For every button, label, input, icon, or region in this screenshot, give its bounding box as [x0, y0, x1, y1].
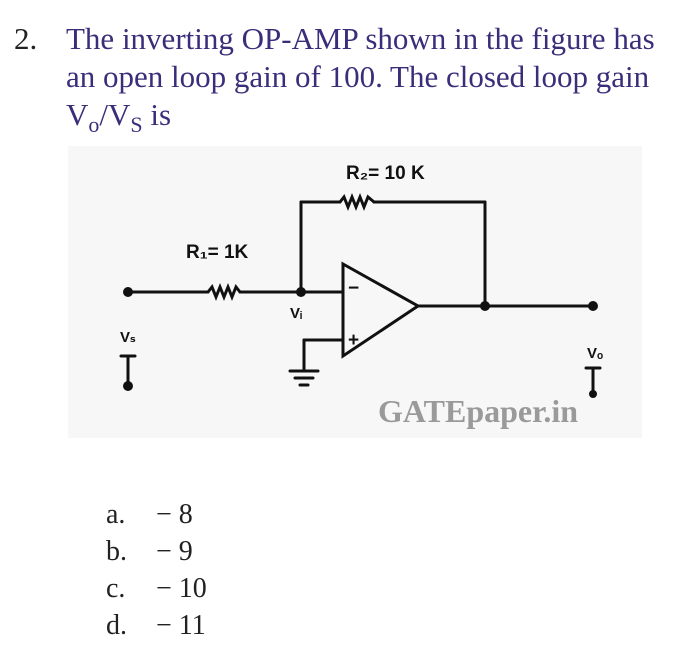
r1-label: R₁= 1K	[186, 242, 249, 263]
answer-options: a. − 8 b. − 9 c. − 10 d. − 11	[106, 496, 207, 644]
option-b[interactable]: b. − 9	[106, 533, 207, 570]
option-value: − 11	[156, 610, 206, 641]
question-line-1: The inverting OP-AMP shown in the figure…	[66, 21, 655, 56]
opamp-minus: −	[348, 278, 359, 299]
question-line-3-rest: is	[142, 97, 172, 132]
rf-label: R₂= 10 K	[346, 163, 425, 184]
circuit-diagram: R₂= 10 K R₁= 1K Vₛ Vᵢ Vₒ − + GATEpaper.i…	[119, 163, 603, 429]
option-letter: a.	[106, 499, 126, 530]
vs-label: Vₛ	[120, 329, 136, 346]
question-line-2: an open loop gain of 100. The closed loo…	[66, 59, 650, 94]
vs-symbol: /V	[99, 97, 131, 132]
opamp-triangle	[341, 261, 421, 359]
question-line-3: Vo/VS is	[66, 96, 686, 144]
vo-label: Vₒ	[587, 345, 603, 362]
option-letter: c.	[106, 573, 126, 604]
vo-terminal	[589, 390, 597, 398]
vs-terminal	[123, 381, 133, 391]
option-a[interactable]: a. − 8	[106, 496, 207, 533]
junction-output	[480, 301, 490, 311]
option-letter: d.	[106, 610, 127, 641]
vs-subscript: S	[130, 112, 143, 137]
option-d[interactable]: d. − 11	[106, 607, 207, 644]
option-value: − 8	[156, 499, 193, 530]
junction-inverting	[296, 287, 306, 297]
option-value: − 9	[156, 536, 193, 567]
vo-subscript: o	[88, 112, 100, 137]
opamp-plus: +	[348, 330, 359, 351]
input-terminal	[123, 287, 133, 297]
watermark: GATEpaper.in	[378, 393, 578, 429]
circuit-figure: R₂= 10 K R₁= 1K Vₛ Vᵢ Vₒ − + GATEpaper.i…	[68, 146, 642, 438]
question-number: 2.	[14, 21, 38, 56]
output-terminal	[588, 301, 598, 311]
vo-symbol: V	[66, 97, 89, 132]
rf-resistor	[338, 192, 376, 212]
vi-label: Vᵢ	[290, 305, 302, 322]
option-letter: b.	[106, 536, 127, 567]
r1-resistor	[206, 282, 242, 302]
option-c[interactable]: c. − 10	[106, 570, 207, 607]
option-value: − 10	[156, 573, 207, 604]
question-text: The inverting OP-AMP shown in the figure…	[66, 20, 686, 144]
